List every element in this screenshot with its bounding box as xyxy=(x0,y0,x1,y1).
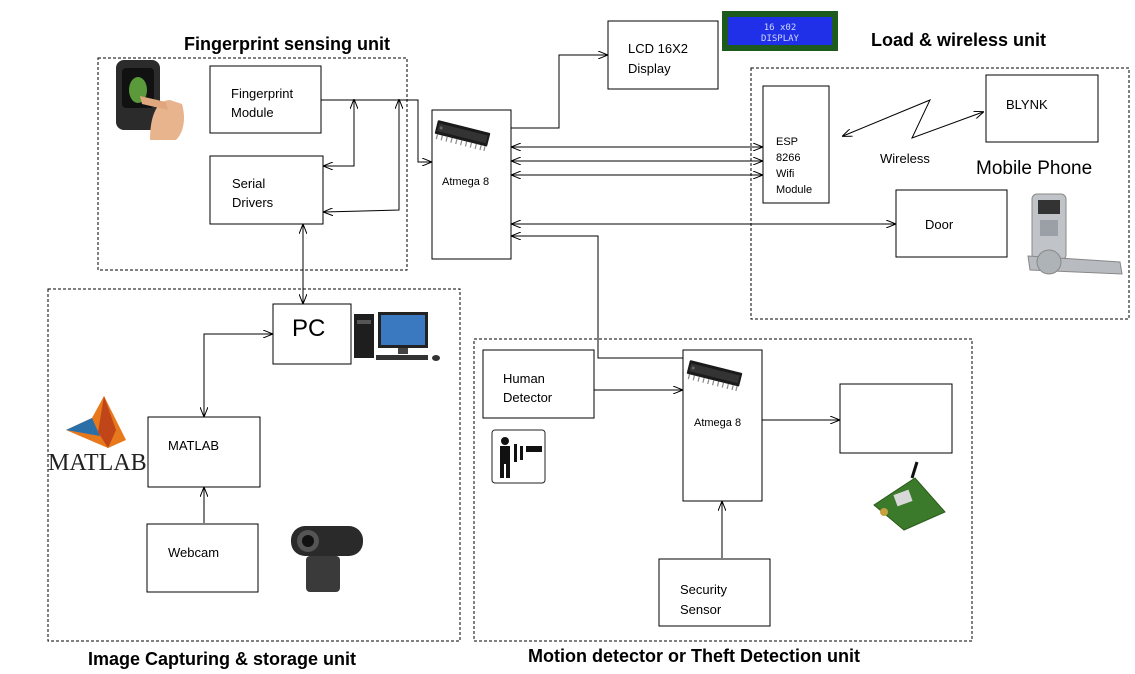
fingerprint-module-block xyxy=(209,65,322,134)
load-wireless-unit-boundary xyxy=(750,67,1130,320)
person-detector-icon xyxy=(491,429,546,484)
blynk-block xyxy=(985,74,1099,143)
gsm-module-icon xyxy=(862,461,949,535)
blynk-label: BLYNK xyxy=(1006,97,1048,112)
output-block xyxy=(839,383,953,454)
matlab-block xyxy=(147,416,261,488)
esp-label-2: 8266 xyxy=(776,152,800,164)
security-sensor-label-1: Security xyxy=(680,582,727,597)
matlab-logo-icon: MATLAB xyxy=(48,396,147,476)
motion-to-atmega-line xyxy=(512,236,683,359)
esp-label-4: Module xyxy=(776,184,812,196)
image-capture-unit-boundary xyxy=(47,288,461,642)
serial-drivers-block xyxy=(209,155,324,225)
lcd-label-1: LCD 16X2 xyxy=(628,41,688,56)
serial-drivers-label-1: Serial xyxy=(232,176,265,191)
pc-matlab-line xyxy=(204,334,272,416)
esp-label-1: ESP xyxy=(776,136,798,148)
matlab-block-label: MATLAB xyxy=(168,438,219,453)
fingerprint-unit-title: Fingerprint sensing unit xyxy=(184,34,390,54)
pc-label: PC xyxy=(292,315,325,342)
fingerprint-module-label-1: Fingerprint xyxy=(231,86,294,101)
atmega8-motion-label: Atmega 8 xyxy=(694,417,741,429)
desktop-computer-icon xyxy=(354,312,440,361)
human-detector-label-1: Human xyxy=(503,371,545,386)
wireless-label: Wireless xyxy=(880,151,930,166)
lcd-screen-line-2: DISPLAY xyxy=(761,34,800,44)
atmega8-main-label: Atmega 8 xyxy=(442,176,489,188)
lcd-display-block xyxy=(607,20,719,90)
human-detector-label-2: Detector xyxy=(503,390,553,405)
webcam-label: Webcam xyxy=(168,545,219,560)
door-label: Door xyxy=(925,217,954,232)
atmega-lcd-line xyxy=(511,55,607,129)
webcam-icon xyxy=(291,526,363,592)
matlab-logo-text: MATLAB xyxy=(48,450,147,476)
load-wireless-unit-title: Load & wireless unit xyxy=(871,30,1046,50)
pc-block xyxy=(272,303,352,365)
motion-detector-unit-title: Motion detector or Theft Detection unit xyxy=(528,646,860,666)
fp-to-atmega-line xyxy=(321,99,431,162)
security-sensor-label-2: Sensor xyxy=(680,602,722,617)
door-block xyxy=(895,189,1008,258)
lcd-display-icon: 16 x02 DISPLAY xyxy=(722,11,838,51)
esp8266-module-block xyxy=(762,85,830,204)
fp-serial-bus-line xyxy=(324,100,354,166)
smart-lock-icon xyxy=(1027,193,1123,275)
fingerprint-module-label-2: Module xyxy=(231,105,274,120)
serial-drivers-label-2: Drivers xyxy=(232,195,274,210)
webcam-block xyxy=(146,523,259,593)
security-sensor-block xyxy=(658,558,771,627)
mobile-phone-label: Mobile Phone xyxy=(976,158,1092,179)
image-capture-unit-title: Image Capturing & storage unit xyxy=(88,649,356,669)
serial-atmega-bus-line xyxy=(324,100,399,212)
human-detector-block xyxy=(482,349,595,419)
lcd-screen-line-1: 16 x02 xyxy=(764,23,797,33)
fingerprint-unit-boundary xyxy=(97,57,408,271)
esp-label-3: Wifi xyxy=(776,168,794,180)
lcd-label-2: Display xyxy=(628,61,671,76)
fingerprint-scanner-icon xyxy=(116,60,184,140)
wireless-link xyxy=(843,99,983,139)
